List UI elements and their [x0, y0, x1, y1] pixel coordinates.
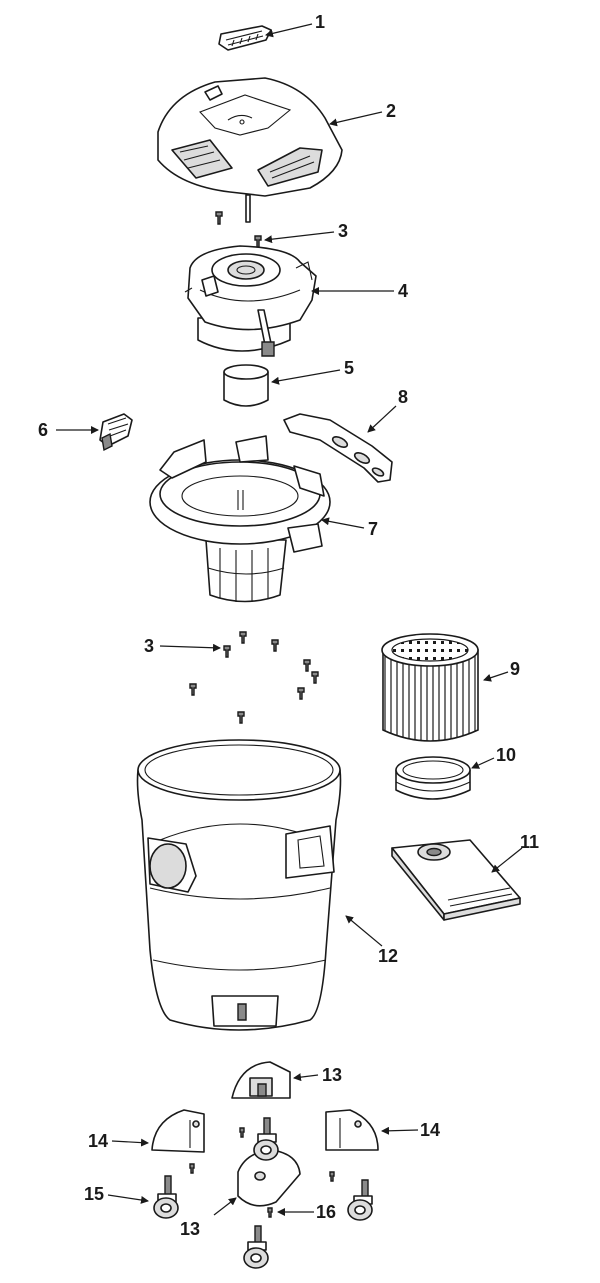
callout-10: 10: [496, 745, 516, 765]
part-side-cover-right: [325, 1109, 379, 1151]
leader-9: [483, 671, 509, 682]
part-lid-filter-cage: [149, 435, 331, 603]
part-latch: [99, 413, 133, 452]
part-side-cover-left: [151, 1109, 205, 1153]
part-filter-ring: [395, 756, 471, 800]
callout-5: 5: [344, 358, 354, 378]
leader-5: [271, 369, 341, 385]
part-caster-right: [347, 1179, 373, 1221]
callout-3a: 3: [338, 221, 348, 241]
callout-1: 1: [315, 12, 325, 32]
part-tank: [136, 739, 342, 1031]
part-carry-handle: [218, 25, 272, 51]
part-top-cover: [157, 77, 343, 223]
callout-14a: 14: [88, 1131, 108, 1151]
part-screws-upper: [215, 211, 262, 248]
leader-11: [491, 847, 523, 873]
leader-13b: [213, 1197, 237, 1216]
part-cartridge-filter: [381, 633, 479, 742]
leader-10: [471, 757, 495, 769]
leader-14a: [111, 1138, 149, 1147]
callout-labels: 1 2 3 4 5 6 7 8 3 9 10 11 12 13 14 14 15…: [38, 12, 539, 1239]
leader-lines: [56, 23, 523, 1216]
callout-7: 7: [368, 519, 378, 539]
callout-15: 15: [84, 1184, 104, 1204]
leader-13a: [293, 1073, 319, 1082]
callout-9: 9: [510, 659, 520, 679]
part-motor-assembly: [184, 245, 317, 357]
leader-12: [345, 915, 383, 947]
leader-7: [321, 517, 365, 529]
leader-15: [107, 1194, 149, 1204]
part-caster-screws: [189, 1127, 335, 1218]
leader-8: [367, 405, 397, 433]
callout-16: 16: [316, 1202, 336, 1222]
callout-2: 2: [386, 101, 396, 121]
leader-2: [329, 111, 383, 127]
leader-3b: [159, 643, 221, 652]
part-caster-upper: [253, 1117, 279, 1161]
callout-6: 6: [38, 420, 48, 440]
callout-4: 4: [398, 281, 408, 301]
part-dust-bag: [391, 839, 521, 921]
callout-13b: 13: [180, 1219, 200, 1239]
part-caster-bottom: [243, 1225, 269, 1269]
leader-3a: [264, 231, 335, 244]
callout-13a: 13: [322, 1065, 342, 1085]
part-base-plate: [237, 1149, 301, 1207]
leader-14b: [381, 1126, 419, 1135]
part-caster-left: [153, 1175, 179, 1219]
part-caster-cover-upper: [231, 1061, 291, 1099]
callout-8: 8: [398, 387, 408, 407]
leader-1: [265, 23, 313, 38]
callout-12: 12: [378, 946, 398, 966]
callout-11: 11: [520, 832, 539, 852]
part-screws-lower: [189, 631, 319, 724]
callout-14b: 14: [420, 1120, 440, 1140]
part-foam-filter: [223, 364, 269, 407]
callout-3b: 3: [144, 636, 154, 656]
part-side-handle: [283, 413, 393, 483]
